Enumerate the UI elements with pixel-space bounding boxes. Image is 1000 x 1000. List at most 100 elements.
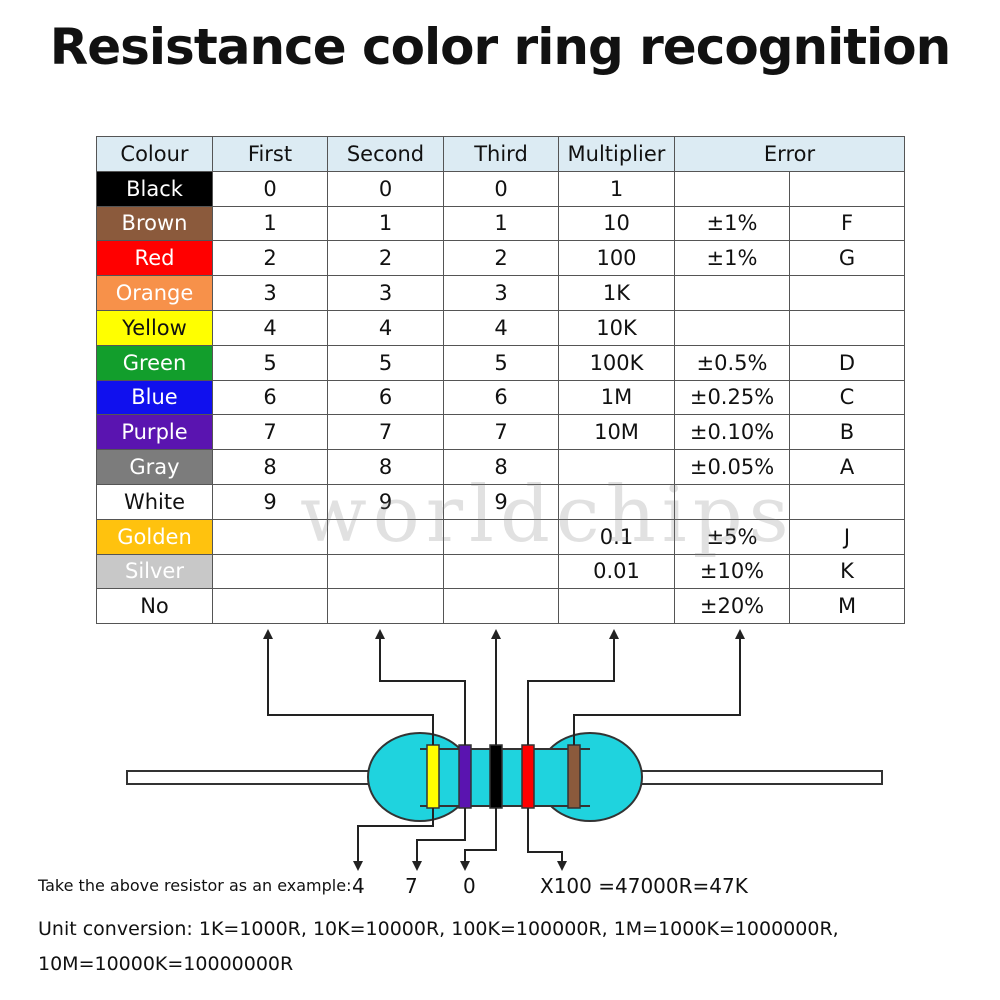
first-digit-cell: 5 xyxy=(212,344,328,381)
third-digit-cell: 2 xyxy=(443,240,559,277)
multiplier-cell: 100K xyxy=(558,344,675,381)
tolerance-cell: ±20% xyxy=(674,588,790,625)
tolerance-code-cell: A xyxy=(789,449,905,485)
arrow-band2-to-second xyxy=(375,629,466,745)
first-digit-cell: 0 xyxy=(212,170,328,207)
arrow-band3-to-digit3 xyxy=(460,808,497,871)
colour-cell: Silver xyxy=(96,553,213,590)
tolerance-code-cell xyxy=(789,170,905,207)
tolerance-code-cell: C xyxy=(789,379,905,416)
multiplier-cell: 10 xyxy=(558,205,675,242)
tolerance-code-cell: D xyxy=(789,344,905,381)
first-digit-cell: 6 xyxy=(212,379,328,416)
colour-cell: Brown xyxy=(96,205,213,242)
table-header-row: Colour First Second Third Multiplier Err… xyxy=(96,136,905,172)
colour-cell: No xyxy=(96,588,213,625)
second-digit-cell: 9 xyxy=(327,483,444,520)
multiplier-cell xyxy=(558,588,675,625)
page-title: Resistance color ring recognition xyxy=(49,18,951,76)
header-first: First xyxy=(212,136,328,172)
third-digit-cell: 0 xyxy=(443,170,559,207)
first-digit-cell: 8 xyxy=(212,449,328,485)
second-digit-cell: 5 xyxy=(327,344,444,381)
header-error: Error xyxy=(674,136,905,172)
tolerance-code-cell xyxy=(789,275,905,311)
tolerance-cell: ±0.25% xyxy=(674,379,790,416)
multiplier-cell: 1M xyxy=(558,379,675,416)
first-digit-cell: 4 xyxy=(212,309,328,346)
tolerance-cell xyxy=(674,170,790,207)
left-lead xyxy=(126,770,378,785)
tolerance-cell xyxy=(674,309,790,346)
multiplier-cell: 0.01 xyxy=(558,553,675,590)
resistor-band xyxy=(521,744,535,809)
colour-cell: White xyxy=(96,483,213,520)
tolerance-cell: ±10% xyxy=(674,553,790,590)
second-digit-cell: 1 xyxy=(327,205,444,242)
tolerance-cell xyxy=(674,275,790,311)
colour-cell: Golden xyxy=(96,518,213,555)
multiplier-cell: 1K xyxy=(558,275,675,311)
example-digit-2: 7 xyxy=(405,874,418,898)
table-row: Silver 0.01±10%K xyxy=(96,553,905,590)
tolerance-cell: ±1% xyxy=(674,240,790,277)
second-digit-cell: 0 xyxy=(327,170,444,207)
second-digit-cell xyxy=(327,588,444,625)
first-digit-cell xyxy=(212,588,328,625)
tolerance-cell: ±0.10% xyxy=(674,414,790,451)
tolerance-code-cell: K xyxy=(789,553,905,590)
tolerance-code-cell: F xyxy=(789,205,905,242)
colour-cell: Black xyxy=(96,170,213,207)
resistor-body xyxy=(367,732,643,822)
third-digit-cell: 6 xyxy=(443,379,559,416)
arrow-band5-to-error xyxy=(573,629,745,745)
colour-cell: Green xyxy=(96,344,213,381)
tolerance-code-cell: B xyxy=(789,414,905,451)
watermark: worldchips xyxy=(300,470,795,560)
colour-cell: Purple xyxy=(96,414,213,451)
third-digit-cell: 8 xyxy=(443,449,559,485)
colour-cell: Yellow xyxy=(96,309,213,346)
tolerance-code-cell: J xyxy=(789,518,905,555)
second-digit-cell: 6 xyxy=(327,379,444,416)
header-third: Third xyxy=(443,136,559,172)
tolerance-code-cell xyxy=(789,483,905,520)
resistor-bands xyxy=(426,744,581,809)
second-digit-cell: 8 xyxy=(327,449,444,485)
third-digit-cell xyxy=(443,588,559,625)
table-row: No ±20%M xyxy=(96,588,905,625)
resistor-band xyxy=(489,744,503,809)
first-digit-cell: 3 xyxy=(212,275,328,311)
body-right-cap xyxy=(537,732,643,822)
tolerance-code-cell xyxy=(789,309,905,346)
second-digit-cell: 4 xyxy=(327,309,444,346)
arrow-band4-to-multiplier-digit xyxy=(527,808,567,871)
second-digit-cell: 2 xyxy=(327,240,444,277)
arrow-band1-to-digit1 xyxy=(353,808,434,871)
header-second: Second xyxy=(327,136,444,172)
right-lead xyxy=(629,770,883,785)
multiplier-cell: 10K xyxy=(558,309,675,346)
colour-cell: Orange xyxy=(96,275,213,311)
tolerance-code-cell: M xyxy=(789,588,905,625)
third-digit-cell: 1 xyxy=(443,205,559,242)
header-colour: Colour xyxy=(96,136,213,172)
third-digit-cell: 3 xyxy=(443,275,559,311)
example-digit-1: 4 xyxy=(352,874,365,898)
third-digit-cell: 5 xyxy=(443,344,559,381)
second-digit-cell xyxy=(327,518,444,555)
multiplier-cell: 100 xyxy=(558,240,675,277)
colour-cell: Blue xyxy=(96,379,213,416)
third-digit-cell: 4 xyxy=(443,309,559,346)
first-digit-cell: 1 xyxy=(212,205,328,242)
example-digit-3: 0 xyxy=(463,874,476,898)
tolerance-cell: ±5% xyxy=(674,518,790,555)
